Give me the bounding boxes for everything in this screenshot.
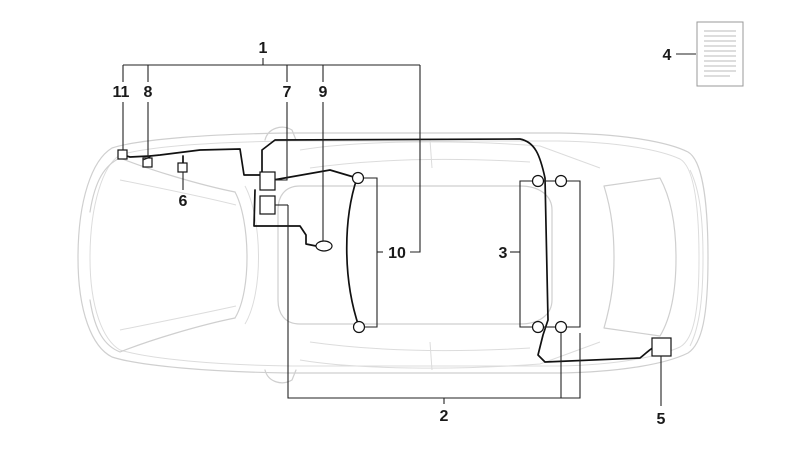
callout-5: 5 — [657, 411, 666, 428]
control-unit-part-7 — [259, 171, 276, 191]
connector-part-11 — [117, 149, 128, 160]
wiring-harness — [122, 138, 661, 363]
rear-speaker-bottom-right — [554, 320, 568, 334]
document-icon — [696, 21, 744, 87]
callout-10: 10 — [388, 245, 406, 262]
sensor-part-9 — [315, 240, 333, 252]
callout-7: 7 — [283, 84, 292, 101]
callout-labels: 1 2 3 4 5 6 7 8 9 10 11 — [113, 40, 672, 428]
rear-speaker-top-right — [554, 174, 568, 188]
callout-1: 1 — [259, 40, 268, 57]
car-outline — [77, 126, 709, 384]
front-speaker-top — [351, 171, 365, 185]
callout-9: 9 — [319, 84, 328, 101]
callout-3: 3 — [499, 245, 508, 262]
rear-speaker-bottom-left — [531, 320, 545, 334]
rear-speaker-top-left — [531, 174, 545, 188]
callout-4: 4 — [663, 47, 672, 64]
callout-6: 6 — [179, 193, 188, 210]
callout-11: 11 — [113, 84, 130, 101]
callout-2: 2 — [440, 408, 449, 425]
components — [117, 149, 672, 357]
front-speaker-bottom — [352, 320, 366, 334]
connector-part-6 — [177, 162, 188, 173]
module-part-5 — [651, 337, 672, 357]
leader-lines — [122, 53, 696, 406]
callout-8: 8 — [144, 84, 153, 101]
control-unit-lower — [259, 195, 276, 215]
